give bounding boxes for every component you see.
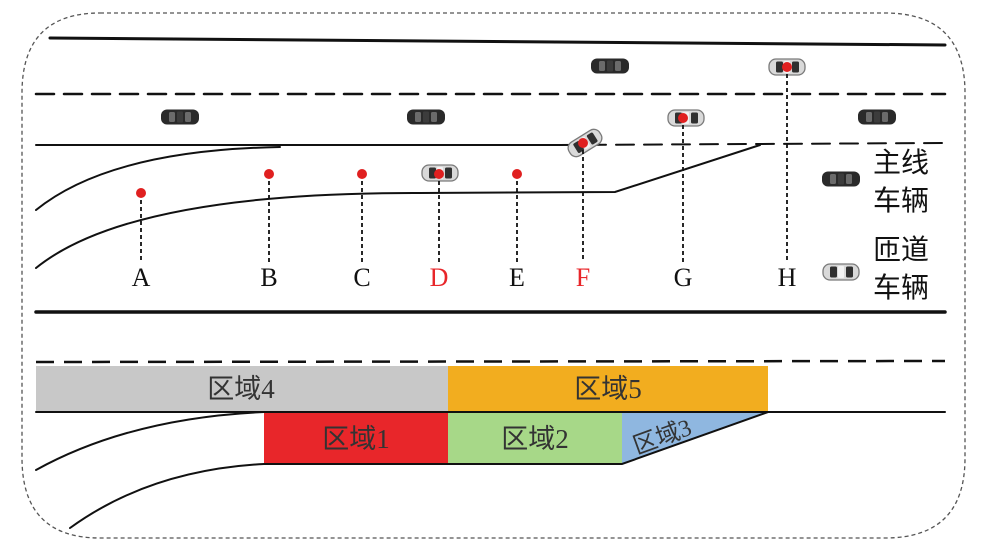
mainline-car xyxy=(858,109,896,125)
ramp-curve-upper xyxy=(35,146,281,211)
legend: 主线 车辆 匝道 车辆 xyxy=(822,147,929,304)
guide-lines xyxy=(140,67,788,262)
upper-road xyxy=(34,36,947,314)
point-label-B: B xyxy=(260,263,277,292)
marker-F xyxy=(578,138,588,148)
point-label-C: C xyxy=(353,263,370,292)
point-label-E: E xyxy=(509,263,525,292)
zone-4 xyxy=(36,366,448,411)
point-label-F: F xyxy=(576,263,590,292)
point-label-G: G xyxy=(674,263,693,292)
mainline-car xyxy=(591,58,629,74)
zone-1 xyxy=(264,412,448,464)
zone-2-label: 区域2 xyxy=(501,424,569,454)
lower-ramp-curve-upper xyxy=(35,411,265,471)
lower-ramp-edge xyxy=(69,411,769,529)
legend-ramp-car-icon xyxy=(822,263,860,281)
lane-divider-dashed-2 xyxy=(559,142,946,146)
lower-road: 区域4 区域5 区域1 区域2 区域3 xyxy=(35,359,946,529)
point-label-H: H xyxy=(778,263,797,292)
marker-C xyxy=(357,169,367,179)
legend-ramp-line2: 车辆 xyxy=(873,272,929,304)
zone-5-label: 区域5 xyxy=(574,374,642,404)
legend-ramp-line1: 匝道 xyxy=(873,234,929,266)
marker-H xyxy=(782,62,792,72)
point-label-D: D xyxy=(430,263,449,292)
zone-4-label: 区域4 xyxy=(207,374,275,404)
lower-lane-divider-dashed xyxy=(35,359,946,364)
legend-mainline-car-icon xyxy=(822,171,860,187)
ramp-edge-lower xyxy=(35,144,761,269)
marker-D xyxy=(434,169,444,179)
mainline-car xyxy=(407,109,445,125)
road-edge-top xyxy=(48,36,947,47)
position-markers xyxy=(136,62,792,198)
zone-2 xyxy=(448,412,622,464)
marker-A xyxy=(136,188,146,198)
point-labels: A B C D E F G H xyxy=(132,263,797,292)
marker-B xyxy=(264,169,274,179)
zone-5 xyxy=(448,366,768,411)
marker-E xyxy=(512,169,522,179)
zone-1-label: 区域1 xyxy=(322,424,390,454)
legend-mainline-line2: 车辆 xyxy=(873,185,929,217)
diagram-frame xyxy=(21,12,966,539)
point-label-A: A xyxy=(132,263,151,292)
vehicles xyxy=(161,58,896,182)
legend-mainline-line1: 主线 xyxy=(873,147,929,179)
mainline-car xyxy=(161,109,199,125)
marker-G xyxy=(678,113,688,123)
